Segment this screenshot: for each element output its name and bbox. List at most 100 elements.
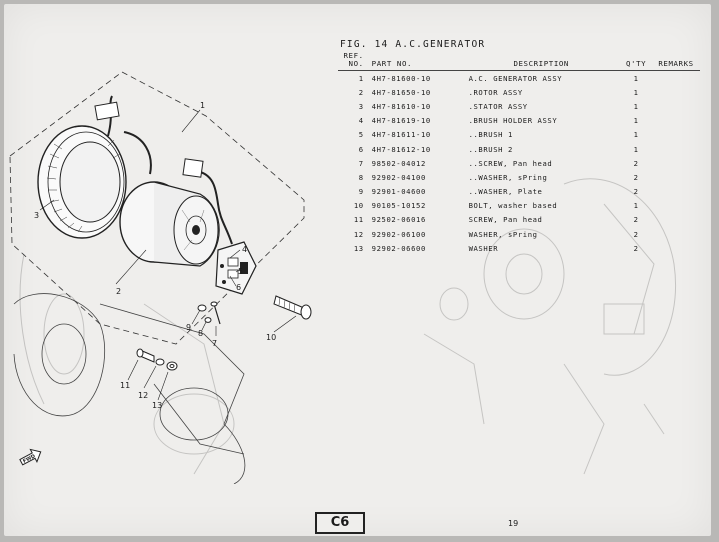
cell-qty: 1 [633,130,639,140]
parts-list-table: REF. NO. PART NO. DESCRIPTION Q'TY REMAR… [338,52,700,255]
cell-qty: 1 [633,144,639,154]
cell-ref-no: 3 [358,101,364,111]
cell-qty: 2 [633,172,639,182]
cell-part-no: 92902-06600 [371,243,426,253]
cell-description: BOLT, washer based [468,201,558,211]
cell-remarks [656,199,700,213]
cell-description: ..SCREW, Pan head [468,158,553,168]
cell-remarks [656,128,700,142]
page-number: 19 [508,519,519,528]
cell-remarks [656,227,700,241]
callout-9: 9 [186,323,191,332]
assembly-boundary [9,71,305,345]
callout-1: 1 [200,101,205,110]
cell-part-no: 4H7-81612-10 [371,144,431,154]
cell-ref-no: 4 [358,116,364,126]
bleed-through-drawing [19,178,676,475]
cell-ref-no: 10 [353,201,364,211]
cell-remarks [656,156,700,170]
table-row: 8 92902-04100 ..WASHER, sPring 2 [338,170,700,184]
cell-ref-no: 8 [358,172,364,182]
callout-6: 6 [236,283,241,292]
stator-assembly [37,95,152,239]
bottom-fasteners [136,348,178,371]
cell-part-no: 92502-06016 [371,215,426,225]
cell-part-no: 92902-06100 [371,229,426,239]
cell-remarks [656,170,700,184]
exploded-view-diagram: 1 2 3 4 5 6 7 8 9 10 11 12 13 FWD [9,71,312,484]
callout-12: 12 [138,391,148,400]
table-row: 12 92902-06100 WASHER, sPring 2 [338,227,700,241]
cell-ref-no: 13 [353,243,364,253]
fwd-label: FWD [22,453,36,464]
header-ref-no: REF. NO. [338,52,370,71]
cell-remarks [656,85,700,99]
cell-remarks [656,114,700,128]
callout-3: 3 [34,211,39,220]
catalog-page: 1 2 3 4 5 6 7 8 9 10 11 12 13 FWD FIG. 1… [4,4,711,536]
callout-13: 13 [152,401,162,410]
callout-11: 11 [120,381,130,390]
table-row: 5 4H7-81611-10 ..BRUSH 1 1 [338,128,700,142]
table-header-row: REF. NO. PART NO. DESCRIPTION Q'TY REMAR… [338,52,700,71]
cell-description: ..WASHER, Plate [468,187,543,197]
cell-description: WASHER [468,243,499,253]
cell-remarks [656,142,700,156]
cell-qty: 2 [633,229,639,239]
cell-qty: 1 [633,101,639,111]
header-qty: Q'TY [615,52,657,71]
cell-part-no: 4H7-81610-10 [371,101,431,111]
cell-part-no: 4H7-81600-10 [371,73,431,83]
engine-housing [13,293,246,484]
callout-4: 4 [242,245,247,254]
cell-qty: 1 [633,73,639,83]
cell-description: WASHER, sPring [468,229,538,239]
cell-part-no: 4H7-81611-10 [371,130,431,140]
section-page-label: C6 [315,512,365,534]
cell-ref-no: 5 [358,130,364,140]
cell-ref-no: 11 [353,215,364,225]
callout-7: 7 [212,339,217,348]
cell-remarks [656,213,700,227]
header-part-no: PART NO. [369,52,467,71]
cell-ref-no: 7 [358,158,364,168]
callout-2: 2 [116,287,121,296]
header-remarks: REMARKS [656,52,700,71]
cell-description: SCREW, Pan head [468,215,543,225]
cell-remarks [656,71,700,86]
cell-remarks [656,241,700,255]
cell-remarks [656,99,700,113]
cell-part-no: 4H7-81650-10 [371,87,431,97]
cell-qty: 1 [633,87,639,97]
callout-10: 10 [266,333,276,342]
cell-ref-no: 9 [358,187,364,197]
cell-part-no: 92901-04600 [371,187,426,197]
cell-qty: 2 [633,215,639,225]
cell-ref-no: 12 [353,229,364,239]
cell-description: ..BRUSH 1 [468,130,513,140]
bolt-10 [273,295,312,320]
header-description: DESCRIPTION [466,52,616,71]
cell-description: A.C. GENERATOR ASSY [468,73,563,83]
cell-description: ..WASHER, sPring [468,172,548,182]
figure-title: FIG. 14 A.C.GENERATOR [340,39,486,50]
cell-part-no: 90105-10152 [371,201,426,211]
small-fasteners [197,301,221,325]
brush-holder-assembly [215,241,257,295]
cell-part-no: 4H7-81619-10 [371,116,431,126]
table-row: 11 92502-06016 SCREW, Pan head 2 [338,213,700,227]
cell-ref-no: 6 [358,144,364,154]
cell-description: .STATOR ASSY [468,101,528,111]
cell-part-no: 92902-04100 [371,172,426,182]
cell-part-no: 98502-04012 [371,158,426,168]
cell-qty: 1 [633,116,639,126]
forward-arrow-icon: FWD [19,448,42,466]
